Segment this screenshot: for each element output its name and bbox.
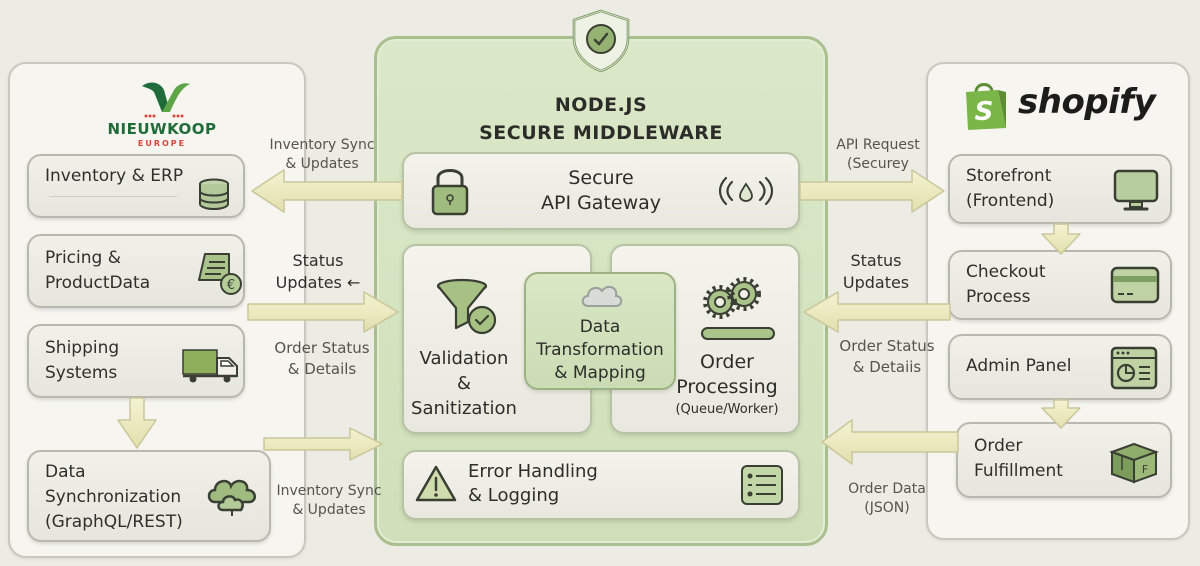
error-label: Error Handling & Logging <box>468 461 598 506</box>
label-inventory-sync-top: Inventory Sync & Updates <box>269 137 375 172</box>
padlock-icon <box>431 169 469 216</box>
card-label: Order Fulfillment <box>974 436 1063 481</box>
cloud-icon <box>581 285 623 307</box>
data-transformation-card[interactable]: Data Transformation & Mapping <box>524 272 676 390</box>
label-order-status-right: Order Status & Detaiis <box>839 337 935 376</box>
signal-icon <box>718 176 774 206</box>
shopify-logo: S shopify <box>962 76 1158 132</box>
shopify-wordmark: shopify <box>1018 82 1156 122</box>
gears-icon <box>701 277 775 340</box>
package-icon: F <box>1109 442 1159 484</box>
cloud-sync-icon <box>207 479 256 516</box>
truck-icon <box>182 349 238 383</box>
log-list-icon <box>741 465 783 505</box>
order-fulfillment-card[interactable]: Order Fulfillment F <box>956 422 1172 498</box>
label-inventory-sync-bottom: Inventory Sync & Updates <box>276 483 382 518</box>
shield-check-icon <box>572 9 630 73</box>
card-label: Inventory & ERP <box>45 166 184 186</box>
warning-icon <box>415 465 457 502</box>
nieuwkoop-logo: NIEUWKOOP EUROPE <box>102 76 222 148</box>
order-processing-label: Order Processing <box>676 351 778 398</box>
divider <box>49 196 177 197</box>
card-label: Data Synchronization (GraphQL/REST) <box>45 462 183 532</box>
label-status-updates-right: Status Updates <box>842 251 910 292</box>
shipping-systems-card[interactable]: Shipping Systems <box>27 324 245 398</box>
card-label: Checkout Process <box>966 262 1046 307</box>
gateway-label: Secure API Gateway <box>540 167 662 214</box>
pricing-product-data-card[interactable]: Pricing & ProductData € <box>27 234 245 308</box>
card-label: Pricing & ProductData <box>45 248 151 293</box>
label-order-data: Order Data (JSON) <box>848 481 926 516</box>
price-tag-euro-icon: € <box>198 253 242 295</box>
order-processing-sub: (Queue/Worker) <box>675 402 779 417</box>
nieuwkoop-leaf-icon <box>142 82 190 118</box>
secure-api-gateway-card[interactable]: Secure API Gateway <box>402 152 800 230</box>
error-handling-card[interactable]: Error Handling & Logging <box>402 450 800 520</box>
monitor-icon <box>1113 169 1159 211</box>
label-status-updates-left: Status Updates ← <box>275 251 361 292</box>
middleware-title: NODE.JS SECURE MIDDLEWARE <box>479 94 723 144</box>
inventory-erp-card[interactable]: Inventory & ERP <box>27 154 245 218</box>
card-label: Shipping Systems <box>45 338 120 383</box>
svg-text:F: F <box>1142 463 1148 476</box>
label-order-status-left: Order Status & Details <box>274 339 370 378</box>
data-synchronization-card[interactable]: Data Synchronization (GraphQL/REST) <box>27 450 271 542</box>
svg-text:S: S <box>975 97 994 127</box>
admin-panel-card[interactable]: Admin Panel <box>948 334 1172 400</box>
svg-text:€: € <box>227 278 235 293</box>
funnel-check-icon <box>436 278 497 335</box>
nieuwkoop-wordmark: NIEUWKOOP <box>107 120 217 138</box>
validation-label: Validation & Sanitization <box>411 348 517 419</box>
dashboard-icon <box>1110 346 1158 390</box>
transformation-label: Data Transformation & Mapping <box>536 317 664 383</box>
database-icon <box>199 178 229 210</box>
shopify-bag-icon: S <box>966 83 1006 130</box>
label-api-request: API Request (Securey <box>836 137 920 172</box>
credit-card-icon <box>1110 266 1160 304</box>
checkout-process-card[interactable]: Checkout Process <box>948 250 1172 320</box>
storefront-card[interactable]: Storefront (Frontend) <box>948 154 1172 224</box>
card-label: Storefront (Frontend) <box>966 166 1055 211</box>
nieuwkoop-sub: EUROPE <box>137 139 187 148</box>
card-label: Admin Panel <box>966 356 1072 376</box>
